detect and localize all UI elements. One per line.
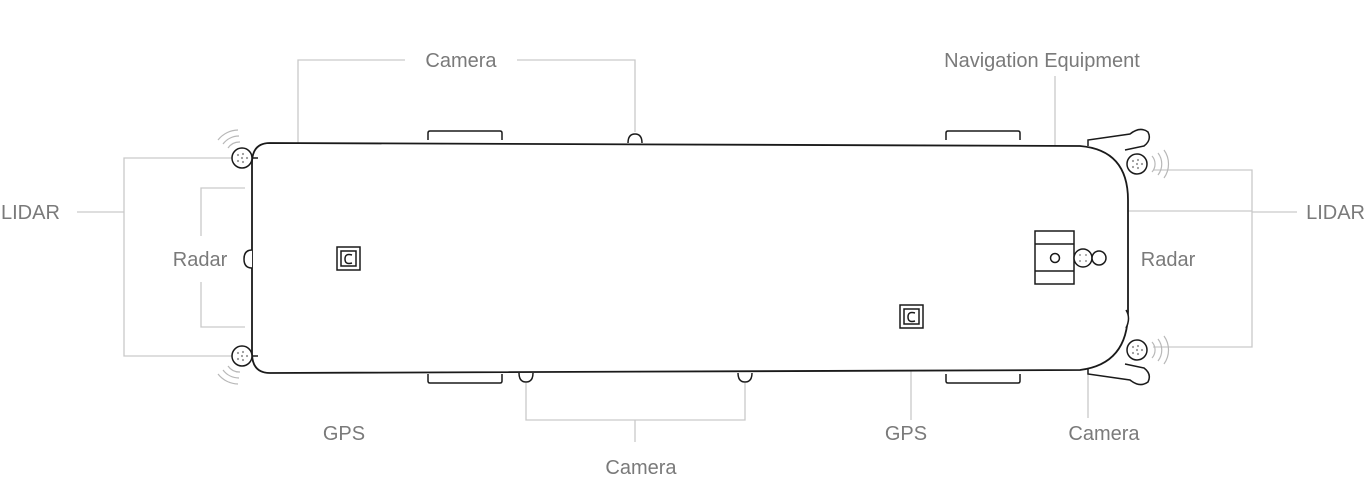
navigation-equipment-unit [1034,230,1107,285]
leader-camera-top-right [517,59,636,132]
camera-bottom-right-sensor [737,372,753,383]
label-navigation-equipment: Navigation Equipment [944,50,1140,72]
label-radar-right: Radar [1141,249,1196,271]
label-lidar-right: LIDAR [1306,202,1365,224]
lidar-wave [217,365,241,385]
lidar-wave [217,129,241,149]
label-radar-left: Radar [173,249,228,271]
gps-right-unit [899,304,924,329]
lidar-left-top [217,129,258,169]
mirror-top-right [1087,128,1151,151]
camera-bottom-left-sensor [518,372,534,383]
lidar-right-top [1126,149,1170,179]
radar-right-sensor [1091,250,1107,266]
mirror-bottom-right [1087,363,1151,386]
label-gps-left: GPS [323,423,365,445]
leader-radar-left-top [200,187,245,236]
lidar-left-bottom [217,345,258,385]
lidar-wave [1151,149,1170,179]
label-camera-bottom: Camera [605,457,677,479]
panel-bottom-right [945,374,1021,384]
lidar-wave [1151,335,1170,365]
label-camera-top: Camera [425,50,497,72]
leader-lidar-left-bracket [123,157,232,357]
lidar-right-bottom [1126,335,1170,365]
camera-right-sensor [1125,309,1130,329]
side-panels [427,130,1021,384]
leader-radar-left-bottom [200,282,245,328]
panel-top-left [427,130,503,140]
panel-top-right [945,130,1021,140]
label-gps-right: GPS [885,423,927,445]
label-camera-right: Camera [1068,423,1140,445]
radar-left-sensor [243,249,253,269]
panel-bottom-left [427,374,503,384]
leader-lidar-right-bracket [1153,169,1253,348]
label-lidar-left: LIDAR [1,202,60,224]
front-mirrors [1087,128,1151,386]
gps-left-unit [336,246,361,271]
leader-camera-bottom [525,383,746,442]
camera-top-sensor [627,133,643,144]
vehicle-body [251,142,1129,374]
